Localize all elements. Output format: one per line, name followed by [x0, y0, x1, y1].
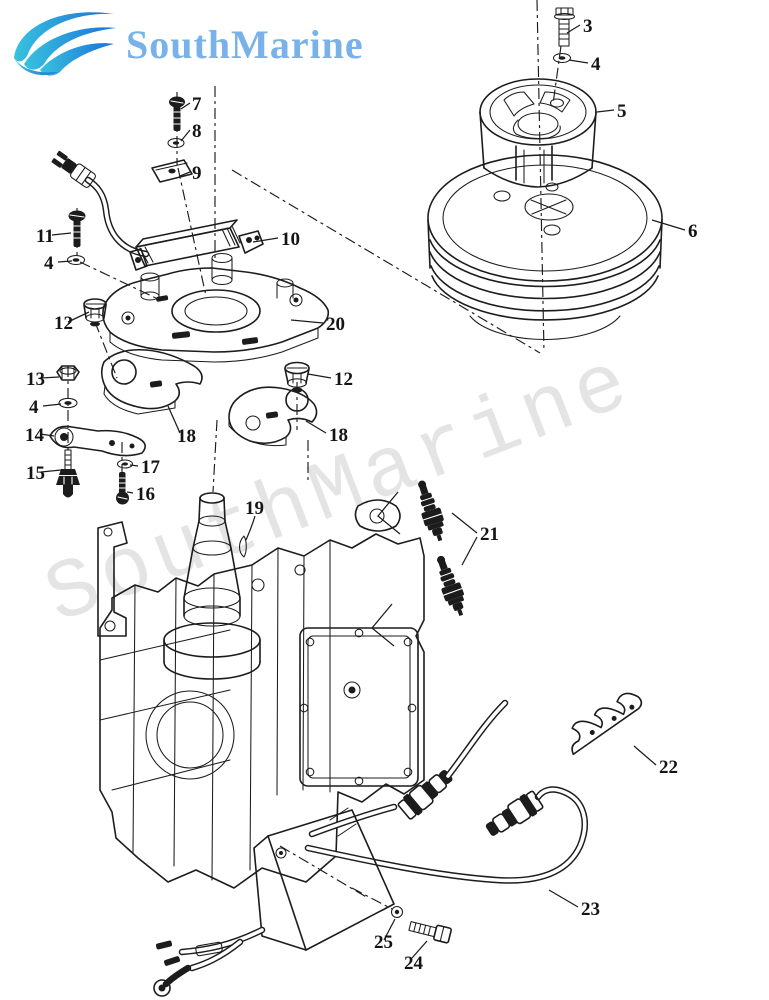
spark-plug-2	[437, 555, 465, 617]
callout-7: 7	[192, 94, 202, 115]
callout-18-right: 18	[329, 425, 348, 446]
cdi-unit	[153, 807, 395, 997]
callout-19: 19	[245, 498, 264, 519]
part-12-grommet-right	[284, 361, 310, 393]
part-23-ht-leads	[304, 699, 588, 884]
callout-8: 8	[192, 121, 202, 142]
callout-20: 20	[326, 314, 345, 335]
callout-9: 9	[192, 163, 202, 184]
callout-3: 3	[583, 16, 593, 37]
callout-6: 6	[688, 221, 698, 242]
part-3-bolt	[553, 7, 576, 47]
callout-22: 22	[659, 757, 678, 778]
part-15-bolt	[56, 449, 80, 498]
callout-11: 11	[36, 226, 54, 247]
part-4-washer-mid	[58, 397, 78, 409]
part-22-wire-retainer	[571, 692, 643, 756]
callout-12-right: 12	[334, 369, 353, 390]
callout-5: 5	[617, 101, 627, 122]
callout-18-left: 18	[177, 426, 196, 447]
part-18-plate-right	[228, 386, 318, 447]
part-6-flywheel	[427, 154, 663, 340]
part-12-grommet-left	[83, 298, 107, 327]
part-25-grommet	[351, 887, 404, 919]
callout-14: 14	[25, 425, 45, 446]
callout-4-mid: 4	[29, 397, 39, 418]
callout-15: 15	[26, 463, 45, 484]
part-4-washer-left	[66, 254, 86, 266]
callout-24: 24	[404, 953, 424, 974]
part-14-arm-plate	[49, 425, 146, 457]
wave-icon	[14, 12, 116, 76]
part-13-nut	[56, 365, 80, 381]
callout-10: 10	[281, 229, 300, 250]
callout-23: 23	[581, 899, 600, 920]
part-8-washer	[167, 137, 185, 149]
callout-leaders	[39, 24, 686, 959]
part-7-screw	[169, 96, 185, 131]
brand-logo: SouthMarine	[14, 12, 364, 76]
part-24-bolt	[408, 921, 452, 944]
callout-17: 17	[141, 457, 161, 478]
part-20-stator-plate	[102, 252, 330, 363]
construction-lines	[67, 0, 562, 493]
part-11-screw	[68, 210, 86, 247]
spark-plug-1	[418, 480, 444, 542]
part-18-plate-left	[100, 348, 203, 415]
callout-13: 13	[26, 369, 45, 390]
callout-25: 25	[374, 932, 393, 953]
callout-16: 16	[136, 484, 155, 505]
part-4-washer-top	[552, 52, 572, 64]
part-10-ignition-coil	[51, 150, 264, 271]
part-17-washer	[116, 459, 134, 469]
brand-name: SouthMarine	[126, 22, 364, 67]
plug-cap-2	[485, 790, 544, 836]
part-9-clamp-plate	[151, 159, 193, 183]
part-21-spark-plugs	[371, 480, 465, 647]
coil-lead-boot	[51, 150, 96, 188]
part-5-pulley	[479, 78, 597, 192]
part-19-key	[238, 535, 247, 558]
callout-labels: 3 4 5 6 7 8 9 10 11 4 12 20 12 13 4 14 1…	[25, 16, 698, 974]
callout-4-top: 4	[591, 54, 601, 75]
callout-4-left: 4	[44, 253, 54, 274]
callout-21: 21	[480, 524, 499, 545]
part-16-screw	[116, 472, 129, 505]
callout-12-left: 12	[54, 313, 73, 334]
engine-block	[97, 492, 425, 889]
